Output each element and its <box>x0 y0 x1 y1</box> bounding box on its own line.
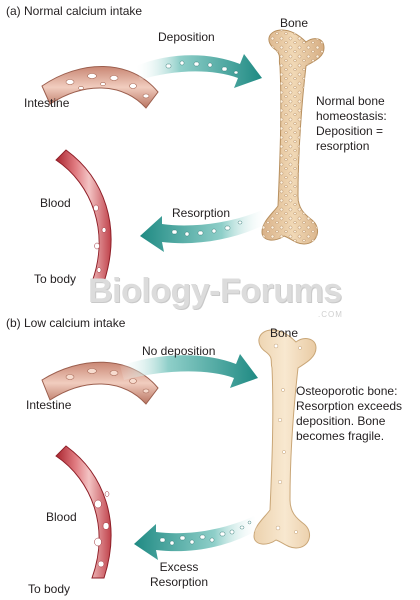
panel-b-title: (b) Low calcium intake <box>6 316 126 330</box>
to-body-label-a: To body <box>34 272 77 286</box>
no-deposition-arrow-b <box>120 354 258 388</box>
note-a: Normal bone homeostasis: Deposition = re… <box>316 94 387 153</box>
excess-resorption-label-b: Excess Resorption <box>150 560 209 589</box>
bone-label-a: Bone <box>280 16 309 30</box>
watermark: Biology-Forums <box>88 272 342 310</box>
excess-resorption-arrow-b <box>134 516 258 560</box>
blood-vessel-a <box>55 149 112 283</box>
bone-b <box>253 329 317 549</box>
blood-label-a: Blood <box>40 196 71 210</box>
blood-vessel-b <box>55 445 112 579</box>
resorption-arrow-a <box>140 210 266 252</box>
intestine-label-b: Intestine <box>26 398 72 412</box>
intestine-a <box>41 66 159 109</box>
bone-label-b: Bone <box>270 326 299 340</box>
blood-label-b: Blood <box>46 510 77 524</box>
no-deposition-label-b: No deposition <box>142 344 216 358</box>
deposition-label-a: Deposition <box>158 30 215 44</box>
note-b: Osteoporotic bone: Resorption exceeds de… <box>296 384 403 443</box>
deposition-arrow-a <box>136 54 262 88</box>
panel-a-title: (a) Normal calcium intake <box>6 4 143 18</box>
intestine-label-a: Intestine <box>24 96 70 110</box>
resorption-label-a: Resorption <box>172 206 231 220</box>
bone-a <box>261 29 325 245</box>
watermark-domain: .COM <box>318 310 343 319</box>
to-body-label-b: To body <box>28 582 71 596</box>
